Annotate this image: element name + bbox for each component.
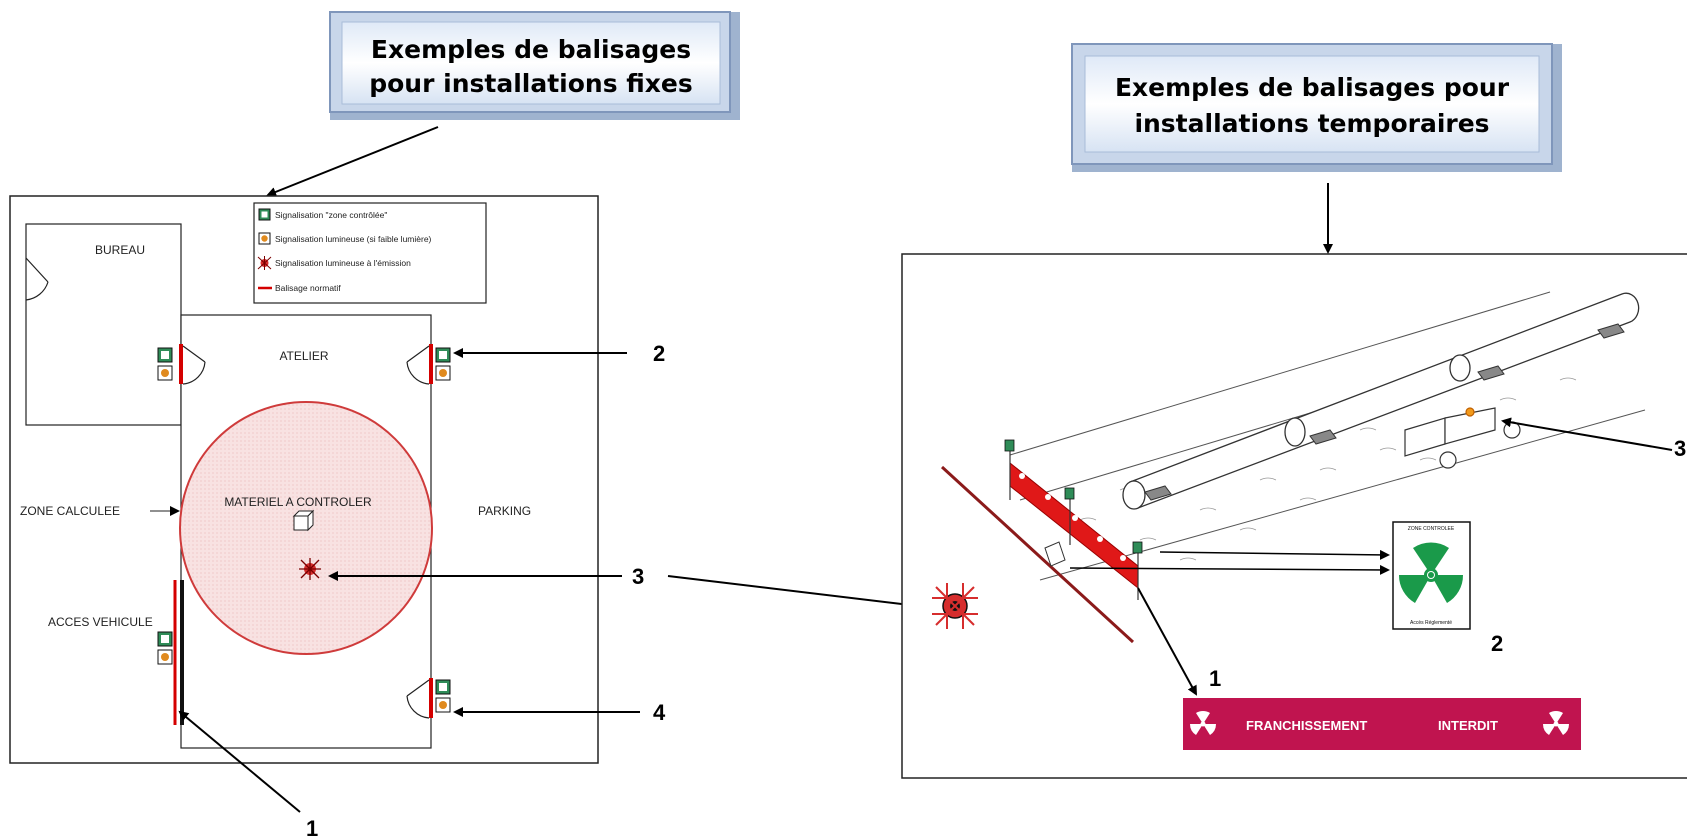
banner-text-left: FRANCHISSEMENT xyxy=(1246,718,1367,733)
legend-emission-light-icon xyxy=(257,256,272,270)
callout-right-3: 3 xyxy=(1674,436,1686,461)
callout-right-3-arrow xyxy=(1501,417,1673,451)
temporary-installation-scene: ZONE CONTROLEE Accès Réglementé FRAN xyxy=(901,253,1687,779)
callout-left-1: 1 xyxy=(306,816,318,838)
callout-right-1: 1 xyxy=(1209,666,1221,691)
legend-zone-sign-icon xyxy=(258,208,271,221)
ground-edge xyxy=(940,465,1135,644)
callout-left-2: 2 xyxy=(653,341,665,366)
sign-arrow-1 xyxy=(1159,549,1390,560)
title-box-fixed: Exemples de balisages pour installations… xyxy=(329,11,740,120)
bureau-door xyxy=(25,257,49,301)
materiel-label: MATERIEL A CONTROLER xyxy=(224,495,372,509)
bureau-room xyxy=(25,223,182,426)
banner-trefoil-left-icon xyxy=(1190,710,1217,735)
acces-vehicule-label: ACCES VEHICULE xyxy=(48,615,153,629)
callout-left-3: 3 xyxy=(632,564,644,589)
controlled-zone-sign-top: ZONE CONTROLEE xyxy=(1408,526,1455,532)
trefoil-icon xyxy=(1398,542,1464,603)
atelier-se-door xyxy=(406,678,451,719)
parking-label: PARKING xyxy=(478,504,531,518)
atelier-label: ATELIER xyxy=(279,349,328,363)
banner-text-right: INTERDIT xyxy=(1438,718,1498,733)
title-box-temporary: Exemples de balisages pour installations… xyxy=(1071,43,1562,172)
red-barrier-tape xyxy=(1004,439,1143,600)
controlled-zone-sign: ZONE CONTROLEE Accès Réglementé xyxy=(1392,521,1471,630)
callout-1-arrow xyxy=(178,710,301,813)
emission-light-icon-large xyxy=(932,583,978,629)
legend-item-1: Signalisation lumineuse (si faible lumiè… xyxy=(275,234,432,244)
controlled-zone-sign-bottom: Accès Réglementé xyxy=(1410,620,1452,626)
callout-3-arrow-right xyxy=(667,575,912,610)
banner-trefoil-right-icon xyxy=(1542,710,1570,735)
legend-item-2: Signalisation lumineuse à l'émission xyxy=(275,258,411,268)
bureau-label: BUREAU xyxy=(95,243,145,257)
fixed-installation-plan: BUREAU ATELIER MATERIEL A CONTROLER ZONE… xyxy=(9,195,912,838)
emission-light-icon xyxy=(299,558,321,580)
vehicle-access-gate xyxy=(157,580,184,725)
legend-item-3: Balisage normatif xyxy=(275,283,341,293)
franchissement-interdit-banner: FRANCHISSEMENT INTERDIT xyxy=(1183,698,1581,750)
callout-right-2: 2 xyxy=(1491,631,1503,656)
pipe xyxy=(1122,292,1640,510)
callout-right-1-arrow xyxy=(1137,587,1197,696)
callout-left-4: 4 xyxy=(653,700,666,725)
title-temp-line2: installations temporaires xyxy=(1134,109,1489,138)
pipe-supports xyxy=(1144,323,1625,501)
zone-calculee-label: ZONE CALCULEE xyxy=(20,504,120,518)
title-fixed-line2: pour installations fixes xyxy=(369,69,693,98)
legend-light-sign-icon xyxy=(258,232,271,245)
title-temp-line1: Exemples de balisages pour xyxy=(1115,73,1510,102)
title-fixed-arrow xyxy=(266,126,439,197)
gamma-projector xyxy=(1404,407,1521,469)
title-fixed-line1: Exemples de balisages xyxy=(371,35,691,64)
equipment-cube-icon xyxy=(292,509,315,532)
atelier-ne-door xyxy=(406,344,451,385)
legend: Signalisation "zone contrôlée" Signalisa… xyxy=(253,202,487,304)
atelier-west-door xyxy=(157,344,206,385)
sign-arrow-2 xyxy=(1069,564,1390,575)
legend-item-0: Signalisation "zone contrôlée" xyxy=(275,210,387,220)
